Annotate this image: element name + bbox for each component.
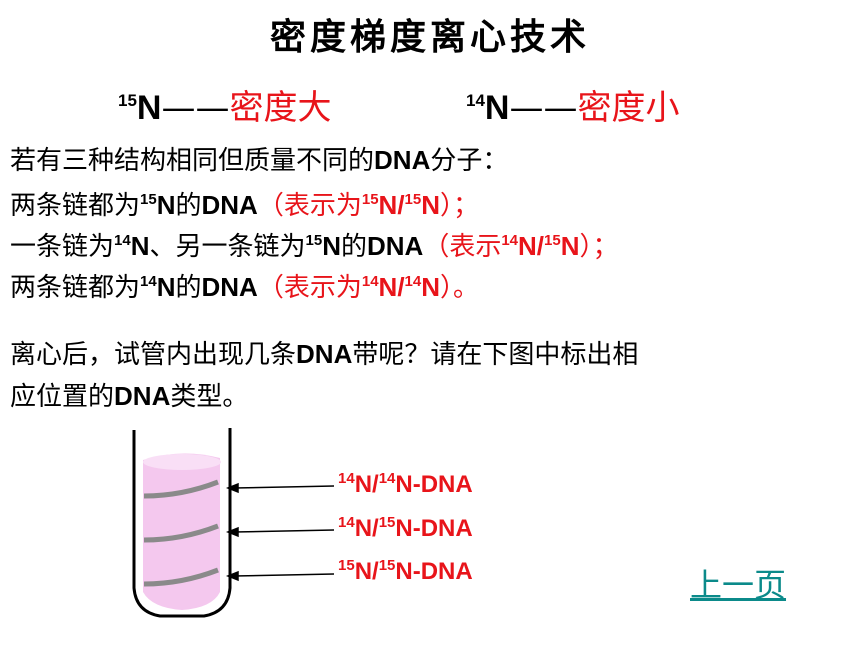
dna-term: DNA [374,145,431,175]
dna-term: DNA [366,231,424,261]
isotope-symbol: N [421,190,441,220]
density-desc: 密度大 [229,88,332,128]
dash: —— [509,88,578,128]
isotope-mass: 14 [338,470,355,487]
text: 若有三种结构相同但质量不同的 [10,146,375,176]
isotope-symbol: N-DNA [395,471,473,498]
text: 的 [175,273,202,303]
isotope-symbol: N [421,272,441,302]
isotope-symbol: N/ [354,471,379,498]
isotope-mass: 14 [140,273,157,290]
isotope-symbol: N/ [378,190,405,220]
isotope-symbol: N/ [354,515,379,542]
dna-type-line-3: 两条链都为14N的DNA（表示为14N/14N）。 [10,262,479,308]
question-line-2: 应位置的DNA类型。 [10,376,248,417]
arrow-head [225,570,239,582]
dna-term: DNA [114,381,171,411]
density-n15: 15N——密度大 [118,80,331,129]
text: ）； [440,191,480,221]
band-label-14n-15n: 14N/15N-DNA [338,514,473,543]
question-line-1: 离心后，试管内出现几条DNA带呢？请在下图中标出相 [10,334,638,375]
text: 带呢？请在下图中标出相 [352,340,639,370]
dna-type-line-1: 两条链都为15N的DNA（表示为15N/15N）； [10,180,479,226]
band-14n-14n [143,479,219,499]
isotope-mass: 14 [378,470,396,487]
arrow-line [233,485,335,489]
isotope-mass: 15 [378,557,396,574]
prev-page-link[interactable]: 上一页 [690,566,787,604]
text: （表示为 [257,191,362,221]
text: （表示 [423,232,502,262]
isotope-symbol: N [560,231,580,261]
page-title: 密度梯度离心技术 [269,17,590,58]
band-label-15n-15n: 15N/15N-DNA [338,557,473,586]
isotope-mass: 15 [140,191,157,208]
arrow-line [233,529,335,533]
text: （表示为 [257,273,362,303]
isotope-symbol: N/ [354,558,379,585]
arrow-line [233,573,335,577]
band-label-14n-14n: 14N/14N-DNA [338,470,473,499]
tube-liquid [143,453,220,610]
band-15n-15n [143,567,219,587]
isotope-mass: 14 [501,232,519,249]
arrow-head [225,482,239,494]
dna-term: DNA [296,339,353,369]
text: 离心后，试管内出现几条 [10,340,297,370]
text: 、另一条链为 [149,232,306,262]
liquid-surface [143,454,221,470]
dna-type-line-2: 一条链为14N、另一条链为15N的DNA（表示14N/15N）； [10,221,619,267]
isotope-mass: 14 [466,91,485,110]
isotope-mass: 15 [338,557,355,574]
text: 两条链都为 [10,191,141,221]
text: 应位置的 [10,382,115,412]
isotope-symbol: N [484,89,510,127]
isotope-mass: 15 [305,232,323,249]
isotope-mass: 14 [114,232,131,249]
isotope-symbol: N [322,231,341,261]
isotope-symbol: N/ [378,272,405,302]
isotope-symbol: N [156,190,176,220]
band-14n-15n [143,523,219,543]
isotope-symbol: N [156,272,176,302]
isotope-symbol: N [136,89,162,127]
isotope-symbol: N/ [518,231,545,261]
isotope-mass: 14 [361,273,379,290]
density-desc: 密度小 [577,88,680,128]
isotope-mass: 14 [338,514,355,531]
text: 分子： [430,146,509,176]
text: 的 [175,191,202,221]
isotope-mass: 15 [378,514,396,531]
text: ）； [579,232,619,262]
dna-term: DNA [201,272,258,302]
isotope-mass: 15 [118,91,137,110]
text: ）。 [440,273,480,303]
text: 类型。 [170,382,249,412]
isotope-mass: 15 [404,191,422,208]
density-n14: 14N——密度小 [466,80,679,129]
dash: —— [161,88,230,128]
isotope-mass: 14 [404,273,422,290]
dna-term: DNA [201,190,258,220]
tube-wall [132,428,232,618]
isotope-symbol: N [130,231,150,261]
arrow-head [225,526,239,538]
text: 一条链为 [10,232,115,262]
isotope-mass: 15 [361,191,379,208]
isotope-symbol: N-DNA [395,515,473,542]
isotope-mass: 15 [544,232,561,249]
intro-line: 若有三种结构相同但质量不同的DNA分子： [10,140,508,181]
isotope-symbol: N-DNA [395,558,473,585]
text: 的 [340,232,367,262]
text: 两条链都为 [10,273,141,303]
